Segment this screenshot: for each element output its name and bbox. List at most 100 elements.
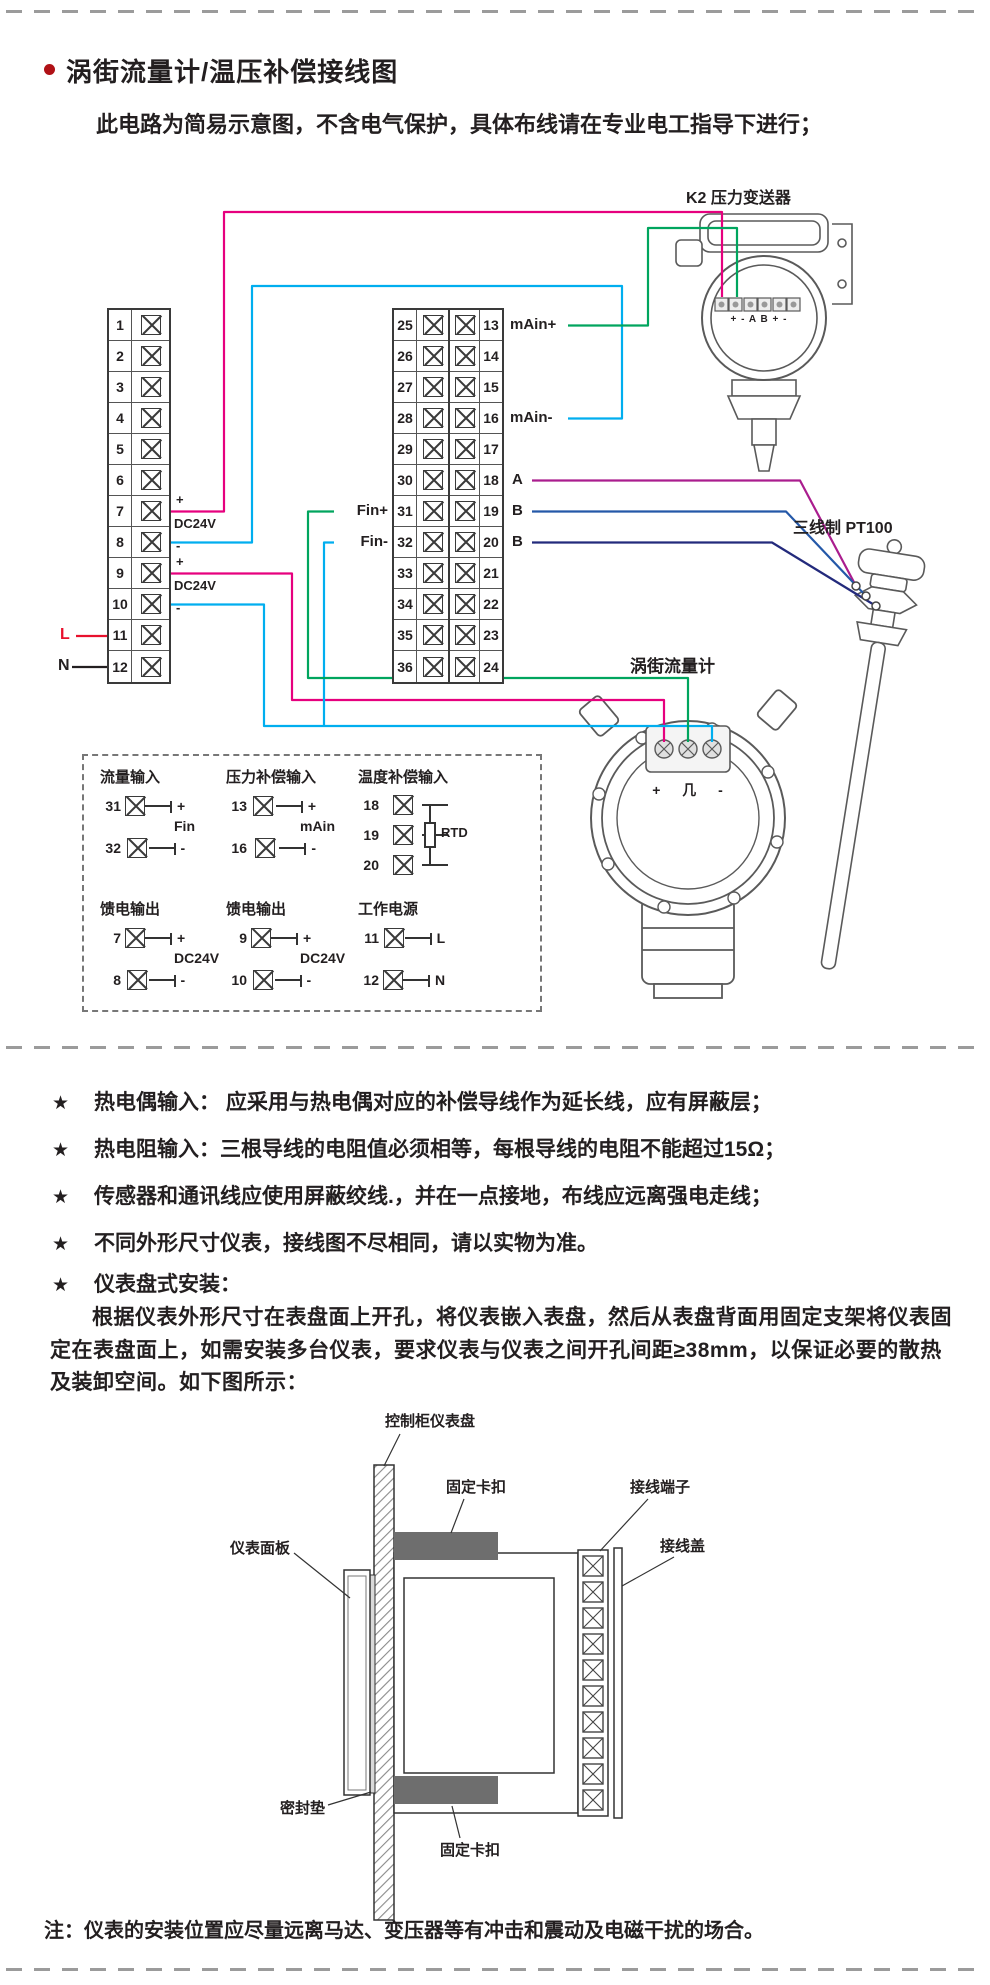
terminal-screw-icon — [255, 838, 276, 858]
terminal-row: 3 — [109, 372, 169, 403]
title-bullet-icon — [44, 64, 55, 75]
terminal-number: 33 — [394, 558, 417, 588]
terminal-number: 5 — [109, 434, 132, 464]
install-label-clip-top: 固定卡扣 — [446, 1479, 507, 1496]
polarity-label: - — [311, 840, 317, 856]
terminal-number: 4 — [109, 403, 132, 433]
terminal-screw-icon — [140, 625, 161, 645]
terminal-number: 3 — [109, 372, 132, 402]
wire-dc24v2-plus-to-flowmeter — [171, 572, 666, 742]
legend-row: 12 N — [358, 968, 445, 992]
legend-title: 馈电输出 — [226, 901, 287, 918]
terminal-screw-icon — [422, 408, 443, 428]
legend-title: 压力补偿输入 — [226, 769, 317, 786]
legend-row: 20 — [358, 852, 448, 878]
terminal-row: 15 — [450, 372, 502, 403]
terminal-row: 14 — [450, 341, 502, 372]
label-fin-minus: Fin- — [360, 533, 389, 550]
terminal-screw-icon — [140, 594, 161, 614]
terminal-number: 31 — [394, 496, 417, 526]
terminal-screw-icon — [125, 928, 145, 948]
label-b2: B — [512, 533, 523, 550]
wire-stub — [404, 933, 432, 945]
terminal-number: 23 — [479, 620, 502, 650]
legend-title: 工作电源 — [358, 901, 419, 918]
star-icon: ★ — [52, 1140, 70, 1161]
terminal-screw-icon — [454, 315, 475, 335]
terminal-number: 18 — [363, 797, 379, 813]
label-line-n: N — [58, 657, 70, 674]
wire-stub — [279, 843, 307, 855]
terminal-row: 29 — [394, 434, 448, 465]
terminal-strip-icons — [582, 1555, 604, 1811]
star-icon: ★ — [52, 1093, 70, 1114]
dashed-divider-middle — [6, 1046, 984, 1049]
terminal-number: 1 — [109, 310, 132, 340]
legend-feed-output-2: 馈电输出 9 + DC24V 10 - — [226, 898, 345, 992]
wires — [72, 210, 877, 742]
terminal-screw-icon — [422, 315, 443, 335]
terminal-number: 27 — [394, 372, 417, 402]
terminal-row: 24 — [450, 651, 502, 682]
terminal-screw-icon — [422, 625, 443, 645]
terminal-number: 12 — [363, 972, 379, 988]
terminal-screw-icon — [140, 656, 161, 677]
legend-pressure-comp-input: 压力补偿输入 13 + mAin 16 - — [226, 766, 335, 860]
terminal-screw-icon — [422, 532, 443, 552]
terminal-screw-icon — [454, 470, 475, 490]
terminal-screw-icon — [454, 346, 475, 366]
wire-stub — [145, 801, 172, 813]
terminal-screw-icon — [392, 855, 413, 875]
terminal-screw-icon — [422, 346, 443, 366]
legend-row: 9 + — [226, 926, 311, 950]
terminal-screw-icon — [422, 377, 443, 397]
terminal-number: 9 — [109, 558, 132, 588]
footnote: 注：仪表的安装位置应尽量远离马达、变压器等有冲击和震动及电磁干扰的场合。 — [44, 1920, 764, 1942]
leader-lines — [293, 1433, 675, 1839]
polarity-label: - — [180, 840, 186, 856]
legend-row: 13 + — [226, 794, 316, 818]
legend-row: 11 L — [358, 926, 445, 950]
terminal-number: 8 — [109, 527, 132, 557]
terminal-screw-icon — [140, 532, 161, 552]
terminal-number: 24 — [479, 651, 502, 682]
legend-row: 32 - — [100, 836, 185, 860]
terminal-screw-icon — [140, 408, 161, 428]
terminal-row: 35 — [394, 620, 448, 651]
terminal-screw-icon — [253, 796, 274, 816]
installation-drawing — [293, 1433, 675, 1921]
rtd-label: RTD — [441, 825, 468, 840]
line-label: N — [435, 972, 446, 988]
terminal-number: 25 — [394, 310, 417, 340]
terminal-number: 6 — [109, 465, 132, 495]
flowmeter-label: 涡街流量计 — [630, 657, 715, 676]
label-a: A — [512, 471, 523, 488]
terminal-row: 28 — [394, 403, 448, 434]
label-b1: B — [512, 502, 523, 519]
note-item: ★热电阻输入：三根导线的电阻值必须相等，每根导线的电阻不能超过15Ω； — [52, 1133, 785, 1163]
terminal-row: 13 — [450, 310, 502, 341]
wire-b2-to-pt100 — [532, 541, 877, 607]
terminal-row: 7 — [109, 496, 169, 527]
legend-title: 温度补偿输入 — [358, 769, 449, 786]
note-text: 热电偶输入： 应采用与热电偶对应的补偿导线作为延长线，应有屏蔽层； — [94, 1091, 772, 1114]
page-title: 涡街流量计/温压补偿接线图 — [66, 57, 399, 87]
rtd-resistor-icon — [424, 822, 436, 848]
terminal-row: 36 — [394, 651, 448, 682]
terminal-number: 11 — [109, 620, 132, 650]
wire-main-plus-to-transmitter — [568, 226, 739, 327]
install-label-terminal: 接线端子 — [630, 1479, 691, 1496]
pressure-transmitter-label: K2 压力变送器 — [686, 190, 791, 207]
wire-stub — [275, 801, 303, 813]
terminal-number: 19 — [363, 827, 379, 843]
install-label-cover: 接线盖 — [660, 1538, 706, 1555]
terminal-number: 17 — [479, 434, 502, 464]
terminal-row: 34 — [394, 589, 448, 620]
terminal-row: 27 — [394, 372, 448, 403]
legend-row: 31 + — [100, 794, 185, 818]
terminal-screw-icon — [140, 377, 161, 397]
terminal-screw-icon — [454, 625, 475, 645]
polarity-label: + — [303, 930, 312, 946]
label-fin-plus: Fin+ — [356, 502, 388, 519]
